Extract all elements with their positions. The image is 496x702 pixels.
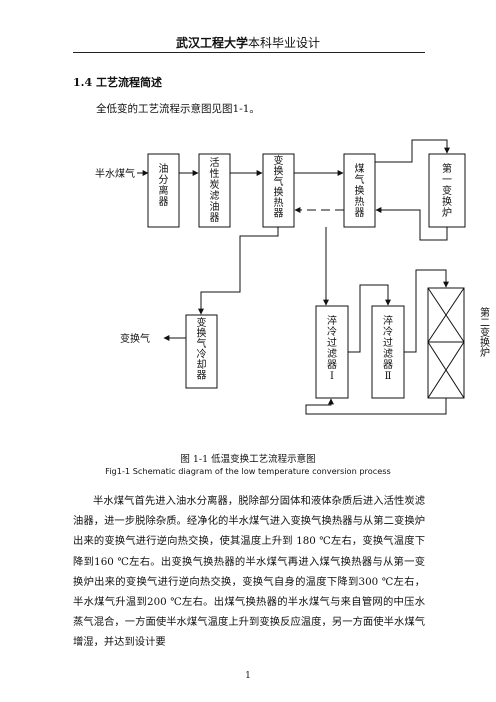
intro-paragraph: 全低变的工艺流程示意图见图1-1。 — [96, 103, 260, 115]
page-header: 武汉工程大学本科毕业设计 — [0, 34, 496, 51]
flow-lines — [179, 139, 450, 415]
page-number: 1 — [245, 671, 251, 681]
header-school: 武汉工程大学 — [175, 36, 248, 50]
oil-separator-box — [147, 153, 180, 228]
body-paragraph: 半水煤气首先进入油水分离器，脱除部分固体和液体杂质后进入活性炭滤油器，进一步脱除… — [73, 495, 425, 649]
figure-caption-cn: 图 1-1 低温变换工艺流程示意图 — [180, 454, 316, 465]
cooler-label: 变换气冷却器 — [197, 316, 207, 382]
oil-separator-label: 油分离器 — [159, 162, 169, 208]
exchanger-label: 变换气换热器 — [274, 154, 284, 220]
furnace1-label: 第一变换炉 — [442, 162, 452, 219]
section-title: 1.4 工艺流程简述 — [73, 76, 162, 89]
gas-exchanger-box — [343, 153, 376, 228]
output-label: 变换气 — [120, 332, 150, 345]
furnace2-vessel — [427, 287, 465, 399]
input-label: 半水煤气 — [95, 167, 135, 180]
carbon-filter-box — [198, 153, 231, 228]
cooler-box — [185, 314, 218, 389]
furnace2-label: 第二变换炉 — [480, 306, 490, 359]
header-rule — [73, 52, 425, 53]
figure-caption-en: Fig1-1 Schematic diagram of the low temp… — [105, 466, 391, 476]
gas-exchanger-label: 煤气换热器 — [355, 162, 365, 219]
header-suffix: 本科毕业设计 — [248, 36, 321, 50]
carbon-filter-label: 活性炭滤油器 — [210, 157, 220, 224]
